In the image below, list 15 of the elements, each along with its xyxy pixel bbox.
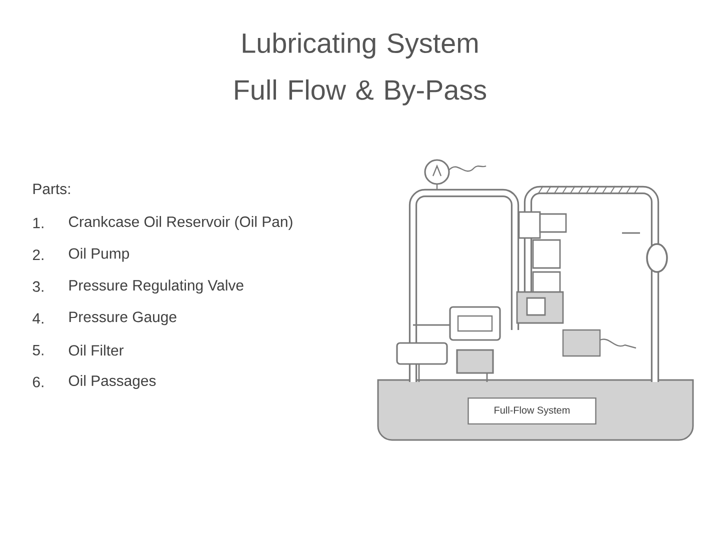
list-item: Crankcase Oil Reservoir (Oil Pan) [68, 216, 292, 230]
list-number: 5. [32, 344, 44, 356]
label-box: Full-Flow System [468, 397, 596, 425]
list-item: Pressure Gauge [69, 312, 176, 326]
list-item: Pressure Regulating Valve [69, 280, 244, 294]
list-number: 3. [32, 281, 44, 292]
list-number: 4. [32, 313, 44, 324]
list-number: 1. [33, 218, 44, 228]
list-number: 2. [32, 250, 44, 260]
list-item: Oil Filter [68, 344, 124, 356]
list-number: 6. [32, 376, 44, 388]
list-heading: Parts: [33, 184, 70, 194]
title: Lubricating System Full Flow & By-Pass [235, 32, 486, 106]
list-item: Oil Passages [68, 375, 156, 389]
list-item: Oil Pump [68, 248, 130, 262]
